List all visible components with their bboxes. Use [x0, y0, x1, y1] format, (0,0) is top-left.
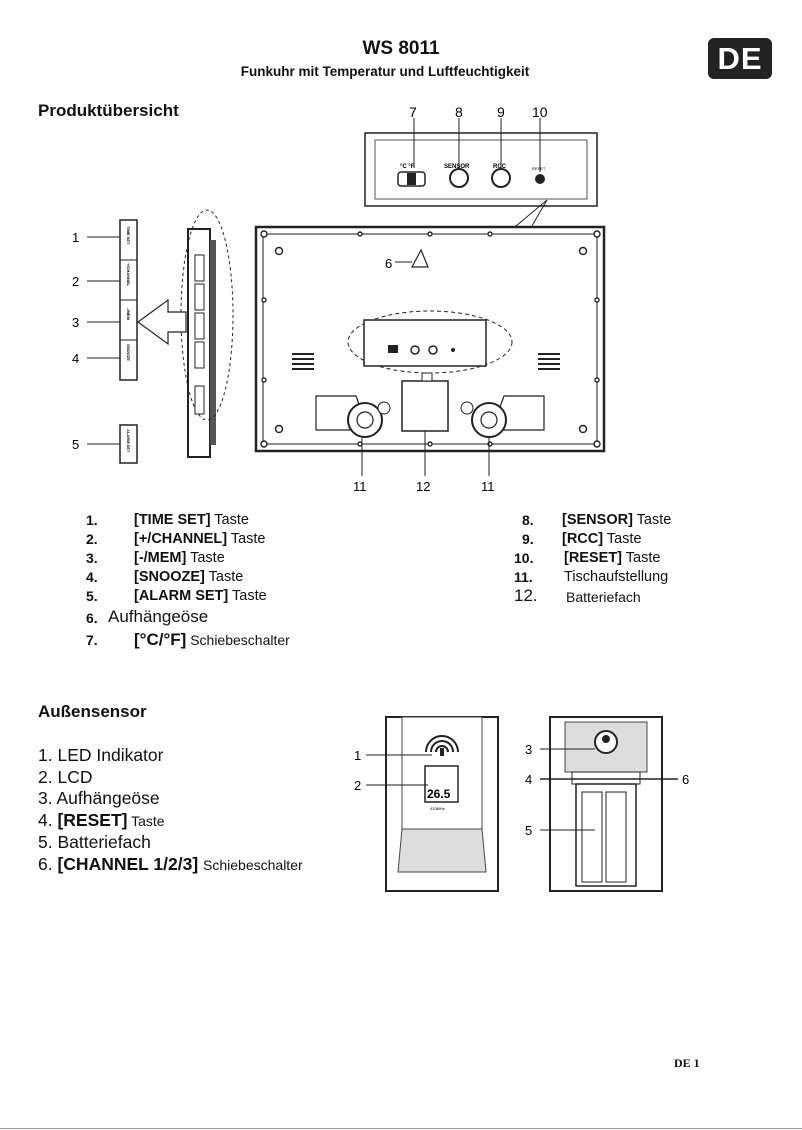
item-prefix: 4. [38, 809, 58, 830]
item-number: 12. [514, 586, 538, 605]
callout-7: 7 [409, 104, 417, 120]
item-key: [ALARM SET] [134, 588, 229, 604]
sensor-callout-2: 2 [354, 778, 361, 793]
item-number: 2. [86, 531, 98, 547]
list-item: 3. Aufhängeöse [38, 788, 160, 808]
item-number: 10. [514, 550, 534, 566]
item-key: [+/CHANNEL] [134, 531, 228, 547]
callout-12: 12 [416, 479, 430, 494]
item-key: [RESET] [564, 550, 622, 566]
lcd-value: 26.5 [427, 787, 451, 801]
side-label-mem: -/MEM [126, 308, 131, 320]
item-text: Taste [227, 531, 266, 547]
sensor-callout-1: 1 [354, 748, 361, 763]
item-number: 8. [522, 512, 534, 528]
reset-button-drawing [535, 174, 545, 184]
front-label: 433MHz [430, 806, 445, 811]
item-number: 11. [514, 569, 533, 585]
item-text: Tischaufstellung [564, 569, 669, 585]
sensor-callout-3: 3 [525, 742, 532, 757]
item-text: Taste [228, 588, 267, 604]
callout-4: 4 [72, 351, 79, 366]
list-item: 4. [RESET] Taste [38, 810, 303, 833]
item-number: 5. [86, 588, 98, 604]
inset-label-cf: °C °F [400, 164, 415, 170]
outdoor-sensor-diagram: 26.5 433MHz 1 2 3 4 5 6 [354, 716, 689, 892]
item-number: 3. [86, 550, 98, 566]
item-text: Taste [622, 550, 661, 566]
callout-5: 5 [72, 437, 79, 452]
item-text: Taste [603, 531, 642, 547]
product-overview-diagram: °C °F SENSOR RCC RESET 7 8 9 10 6 [72, 104, 606, 494]
document-title: WS 8011 [362, 38, 440, 59]
item-number: 9. [522, 531, 534, 547]
item-text: Taste [186, 550, 225, 566]
item-number: 6. [86, 610, 98, 626]
led-indicator-icon [425, 735, 459, 753]
document-subtitle: Funkuhr mit Temperatur und Luftfeuchtigk… [240, 64, 530, 79]
item-text: Taste [210, 512, 249, 528]
sensor-callout-6: 6 [682, 772, 689, 787]
item-text: Schiebeschalter [186, 632, 290, 648]
sensor-callout-4: 4 [525, 772, 532, 787]
section-heading-overview: Produktübersicht [38, 101, 179, 120]
callout-3: 3 [72, 315, 79, 330]
item-key: [°C/°F] [134, 630, 187, 649]
item-text: Schiebeschalter [203, 856, 303, 873]
item-key: [RCC] [562, 531, 604, 547]
inset-label-sensor: SENSOR [444, 164, 470, 170]
inset-label-reset: RESET [532, 166, 546, 171]
bottom-divider [0, 1128, 802, 1129]
item-prefix: 6. [38, 853, 58, 874]
language-badge: DE [708, 38, 772, 79]
sensor-lcd-drawing [424, 765, 459, 803]
list-item: 5. Batteriefach [38, 832, 151, 852]
hanging-hole-drawing [411, 248, 429, 268]
rcc-button-drawing [491, 168, 511, 188]
callout-6: 6 [385, 256, 392, 271]
item-key: [CHANNEL 1/2/3] [57, 853, 199, 874]
button-inset-panel [364, 132, 598, 207]
left-arrow-icon [136, 298, 187, 346]
callout-2: 2 [72, 274, 79, 289]
sensor-button-drawing [449, 168, 469, 188]
item-key: [SNOOZE] [134, 569, 205, 585]
inset-label-rcc: RCC [493, 164, 507, 170]
side-label-channel: +/CHANNEL [126, 263, 131, 287]
item-key: [-/MEM] [134, 550, 187, 566]
callout-11b: 11 [481, 479, 495, 494]
sensor-list: 1. LED Indikator 2. LCD 3. Aufhängeöse 4… [38, 745, 303, 876]
item-text: Taste [632, 512, 672, 528]
page-number: DE 1 [674, 1056, 700, 1070]
section-heading-sensor: Außensensor [38, 702, 147, 721]
item-key: [RESET] [57, 809, 128, 830]
list-item: 1. LED Indikator [38, 745, 164, 765]
item-key: [SENSOR] [562, 512, 633, 528]
item-number: 4. [86, 569, 98, 585]
callout-9: 9 [497, 104, 505, 120]
battery-compartment-drawing [401, 380, 449, 432]
item-text: Aufhängeöse [108, 607, 209, 626]
side-label-alarm-set: ALARM SET [126, 429, 131, 453]
side-label-snooze: SNOOZE [126, 344, 131, 361]
list-item: 6. [CHANNEL 1/2/3] Schiebeschalter [38, 854, 303, 877]
item-text: Taste [204, 569, 244, 585]
item-number: 1. [86, 512, 98, 528]
item-key: [TIME SET] [134, 512, 211, 528]
callout-11a: 11 [353, 479, 367, 494]
callout-1: 1 [72, 230, 79, 245]
sensor-callout-5: 5 [525, 823, 532, 838]
side-label-time-set: TIME SET [126, 226, 131, 245]
callout-8: 8 [455, 104, 463, 120]
item-text: Taste [127, 812, 165, 829]
callout-10: 10 [532, 104, 548, 120]
item-text: Batteriefach [566, 589, 641, 605]
list-item: 2. LCD [38, 766, 93, 787]
item-number: 7. [86, 632, 98, 648]
